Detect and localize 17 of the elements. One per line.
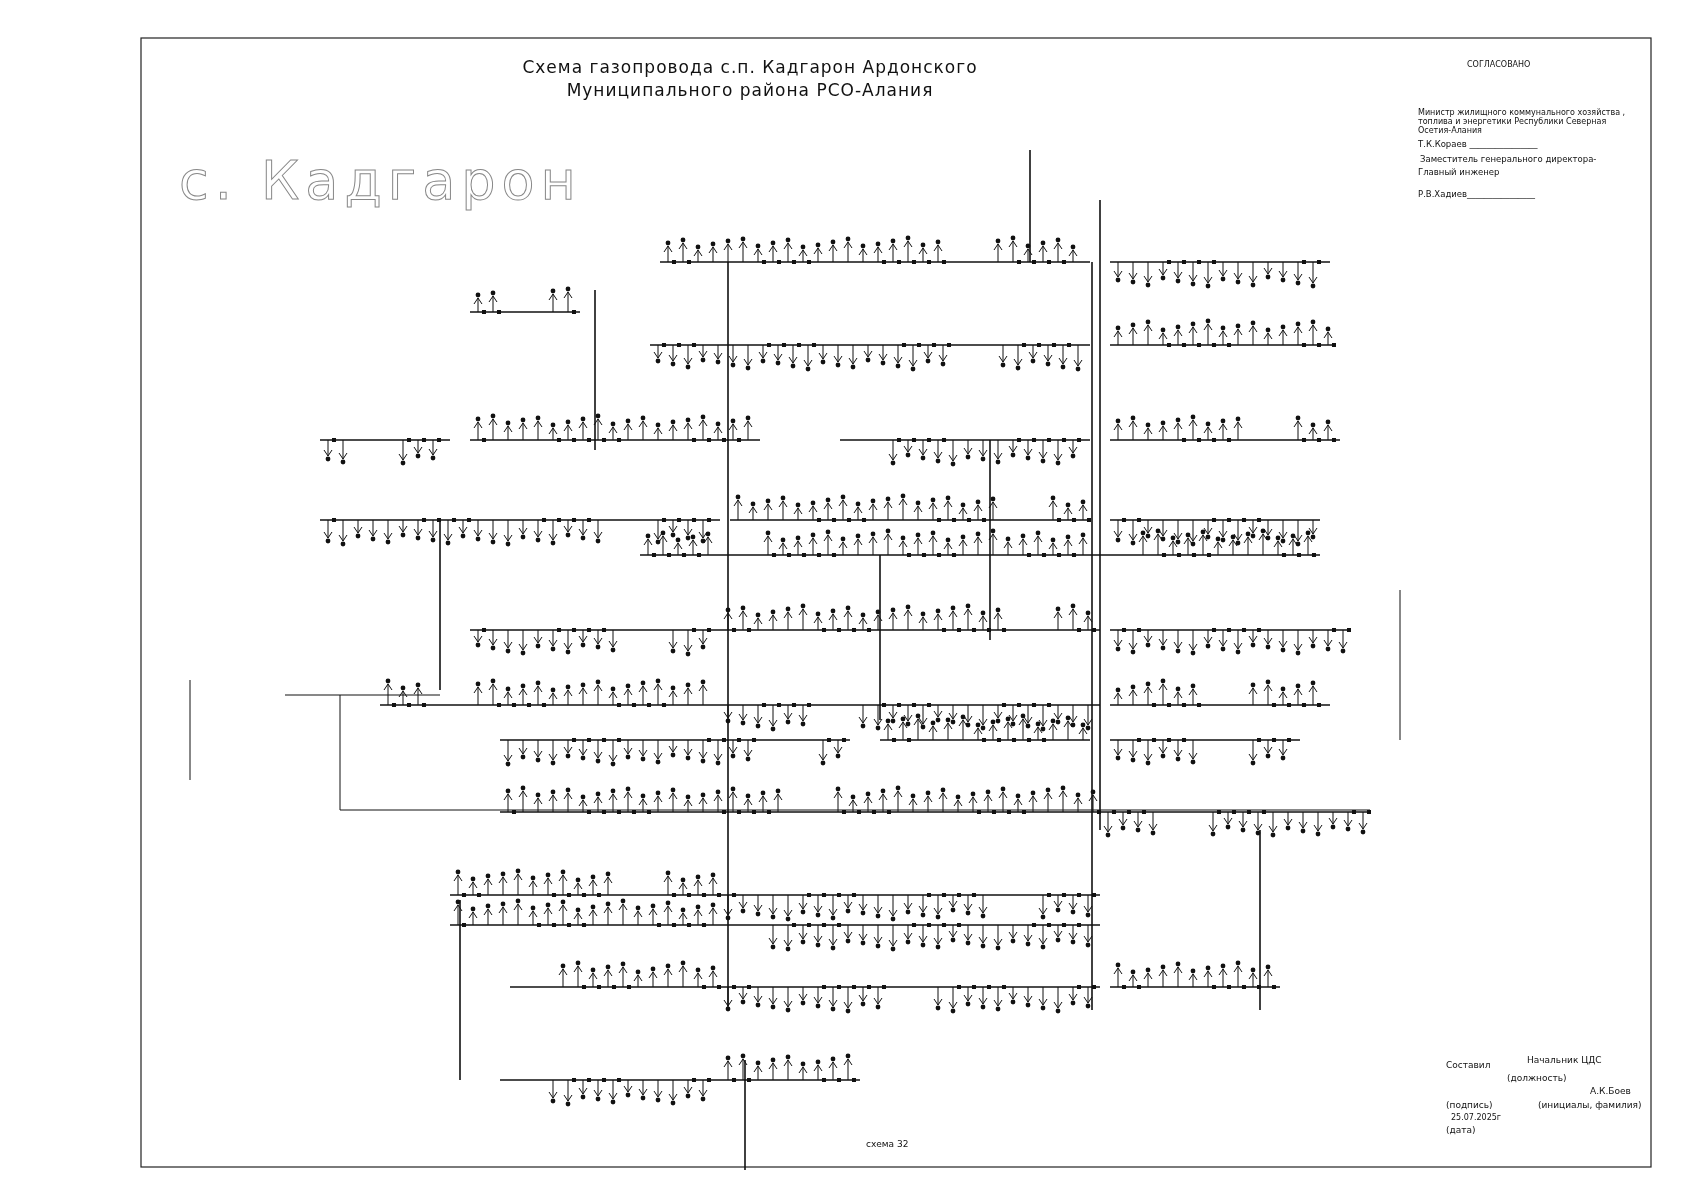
stamp-caption: (инициалы, фамилия) [1538, 1100, 1642, 1111]
approval-text: Заместитель генерального директора- [1420, 155, 1597, 165]
signature-name: Р.В.Хадиев________________ [1418, 190, 1536, 200]
village-name: с. Кадгарон [179, 150, 582, 213]
stamp-text: А.К.Боев [1590, 1086, 1631, 1097]
stamp-caption: (подпись) [1446, 1100, 1493, 1111]
approval-text: Министр жилищного коммунального хозяйства , топлива и энергетики Республики Северная Осетия-Алания [1418, 108, 1627, 136]
sheet-number: схема 32 [866, 1139, 909, 1150]
stamp-caption: (должность) [1507, 1073, 1567, 1084]
stamp-text: Составил [1446, 1060, 1491, 1071]
signature-name: Т.К.Кораев ________________ [1418, 140, 1538, 150]
approval-text: Главный инженер [1418, 168, 1501, 178]
stamp-caption: (дата) [1446, 1125, 1476, 1136]
diagram-title: Схема газопровода с.п. Кадгарон Ардонского Муниципального района РСО-Алания [521, 56, 979, 102]
approval-heading: СОГЛАСОВАНО [1467, 60, 1531, 70]
stamp-text: 25.07.2025г [1451, 1113, 1501, 1123]
stamp-text: Начальник ЦДС [1527, 1055, 1602, 1066]
